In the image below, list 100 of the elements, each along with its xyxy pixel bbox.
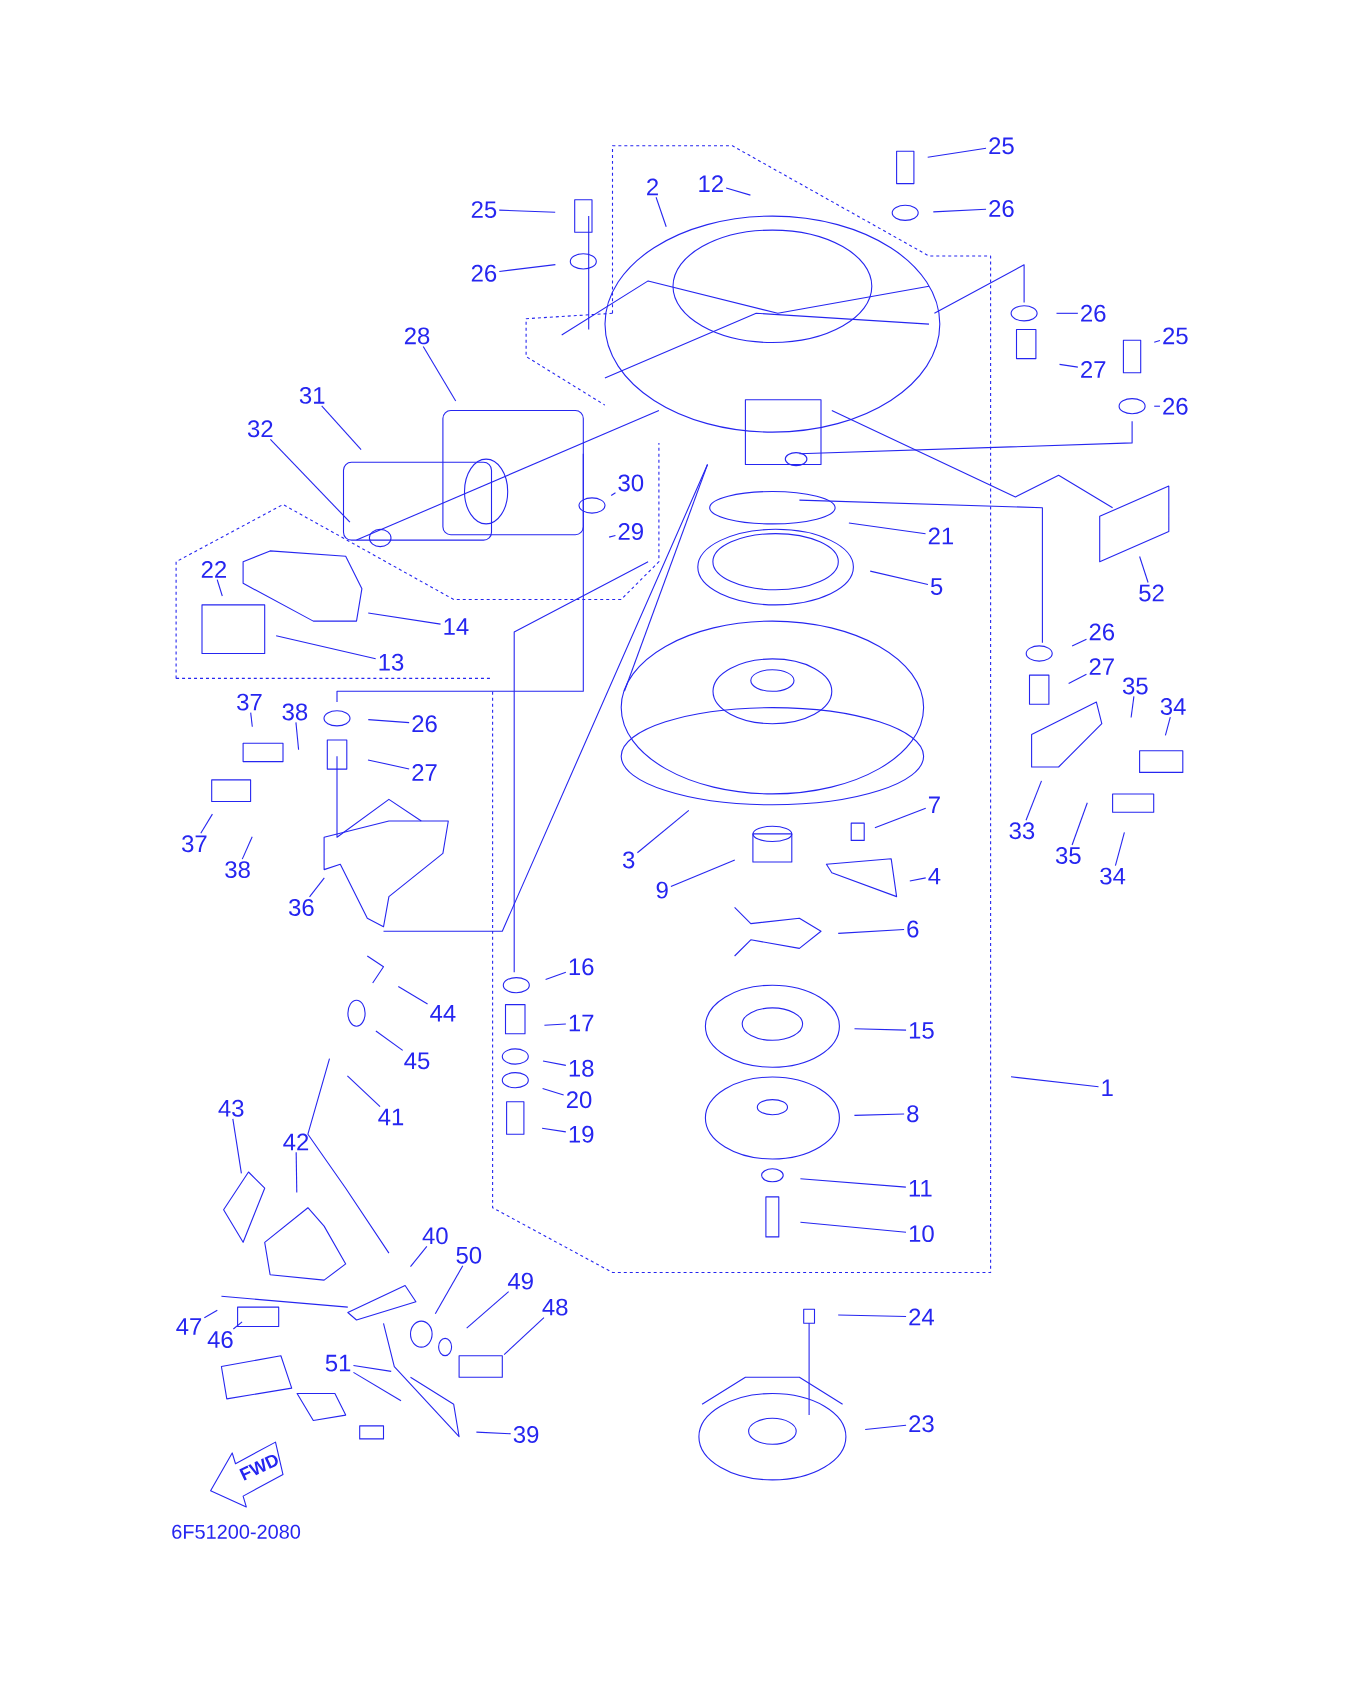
- leader-line: [200, 813, 213, 834]
- callout-number: 49: [507, 1272, 533, 1290]
- callout-number: 20: [566, 1091, 592, 1109]
- leader-line: [799, 1221, 907, 1233]
- leader-line: [295, 721, 300, 751]
- callout-number: 25: [1163, 327, 1188, 345]
- callout-number: 32: [247, 420, 273, 438]
- callout-number: 23: [909, 1415, 934, 1433]
- leader-line: [1010, 1076, 1100, 1088]
- leader-line: [1114, 831, 1125, 867]
- leader-line: [864, 1424, 907, 1431]
- leader-line: [636, 809, 690, 854]
- leader-line: [475, 1431, 512, 1435]
- leader-line: [725, 187, 751, 196]
- leader-line: [498, 264, 556, 272]
- callout-number: 15: [909, 1022, 934, 1039]
- callout-number: 45: [404, 1052, 430, 1070]
- callout-number: 7: [928, 796, 940, 814]
- callout-number: 33: [1009, 822, 1035, 840]
- leader-line: [203, 1309, 218, 1319]
- leader-line: [909, 877, 927, 882]
- leader-line: [655, 196, 667, 228]
- leader-line: [434, 1265, 464, 1315]
- callout-number: 16: [569, 958, 594, 976]
- callout-number: 17: [569, 1014, 594, 1032]
- callout-number: 1: [1102, 1079, 1113, 1097]
- leader-line: [932, 208, 987, 213]
- callout-number: 11: [909, 1180, 932, 1197]
- leader-line: [1071, 638, 1087, 647]
- leader-line: [1068, 673, 1087, 685]
- callout-number: 34: [1160, 698, 1186, 715]
- callout-number: 37: [237, 693, 262, 711]
- leader-line: [545, 971, 567, 980]
- leader-line: [853, 1113, 905, 1116]
- leader-line: [543, 1023, 567, 1026]
- leader-line: [542, 1060, 567, 1066]
- leader-line: [367, 759, 410, 770]
- callout-number: 5: [930, 578, 943, 595]
- part-number: 6F51200-2080: [172, 1524, 301, 1539]
- arrow-label: FWD: [239, 1454, 278, 1481]
- leader-line: [216, 579, 223, 597]
- callout-number: 37: [182, 835, 207, 853]
- leader-line: [409, 1245, 428, 1268]
- leader-line: [848, 522, 927, 535]
- callout-number: 30: [618, 474, 644, 492]
- leader-line: [466, 1291, 510, 1329]
- leader-line: [799, 1178, 907, 1188]
- callout-number: 35: [1055, 847, 1081, 864]
- leader-line: [608, 534, 616, 538]
- leader-line: [1055, 312, 1079, 314]
- leader-line: [1139, 555, 1149, 584]
- leader-line: [241, 836, 253, 860]
- callout-number: 9: [656, 881, 668, 899]
- callout-number: 24: [909, 1308, 934, 1326]
- leader-line: [308, 877, 325, 898]
- callout-number: 51: [325, 1354, 351, 1372]
- callout-number: 39: [513, 1426, 539, 1443]
- callout-number: 44: [430, 1005, 456, 1022]
- callout-number: 52: [1139, 584, 1164, 602]
- callout-number: 27: [412, 764, 437, 781]
- leader-line: [275, 635, 377, 660]
- leader-line: [837, 1314, 907, 1318]
- leader-line: [869, 570, 929, 586]
- leader-line: [232, 1118, 242, 1174]
- callout-number: 26: [1089, 623, 1115, 641]
- leader-line: [352, 1365, 392, 1372]
- leader-line: [1153, 340, 1161, 343]
- callout-number: 34: [1100, 867, 1126, 885]
- callout-number: 36: [289, 898, 314, 916]
- leader-line: [503, 1317, 545, 1356]
- leader-line: [1071, 802, 1088, 846]
- callout-number: 19: [569, 1125, 594, 1143]
- callout-number: 18: [569, 1059, 594, 1077]
- leader-line: [837, 928, 905, 934]
- callout-number: 13: [379, 653, 404, 671]
- callout-number: 6: [907, 920, 919, 938]
- leader-line: [422, 345, 457, 402]
- callout-number: 35: [1122, 677, 1148, 695]
- callout-number: 40: [422, 1227, 448, 1245]
- leader-line: [1058, 363, 1079, 368]
- leader-line: [375, 1030, 404, 1051]
- callout-number: 31: [299, 386, 325, 404]
- callout-number: 50: [456, 1246, 482, 1264]
- callout-number: 41: [378, 1108, 404, 1126]
- callout-number: 26: [1163, 397, 1188, 415]
- callout-number: 2: [647, 178, 658, 196]
- leader-line: [610, 492, 616, 497]
- leader-line: [367, 719, 410, 724]
- callout-number: 29: [618, 523, 643, 540]
- callout-number: 46: [207, 1331, 233, 1348]
- callout-number: 48: [542, 1298, 568, 1316]
- callout-number: 27: [1089, 658, 1114, 675]
- leader-line: [1153, 405, 1161, 407]
- leader-line: [1025, 780, 1043, 821]
- callout-number: 4: [928, 867, 941, 885]
- callout-number: 25: [471, 201, 497, 219]
- callout-number: 21: [928, 527, 954, 545]
- leader-line: [269, 438, 351, 523]
- leader-line: [1164, 716, 1171, 736]
- callout-number: 43: [218, 1099, 244, 1117]
